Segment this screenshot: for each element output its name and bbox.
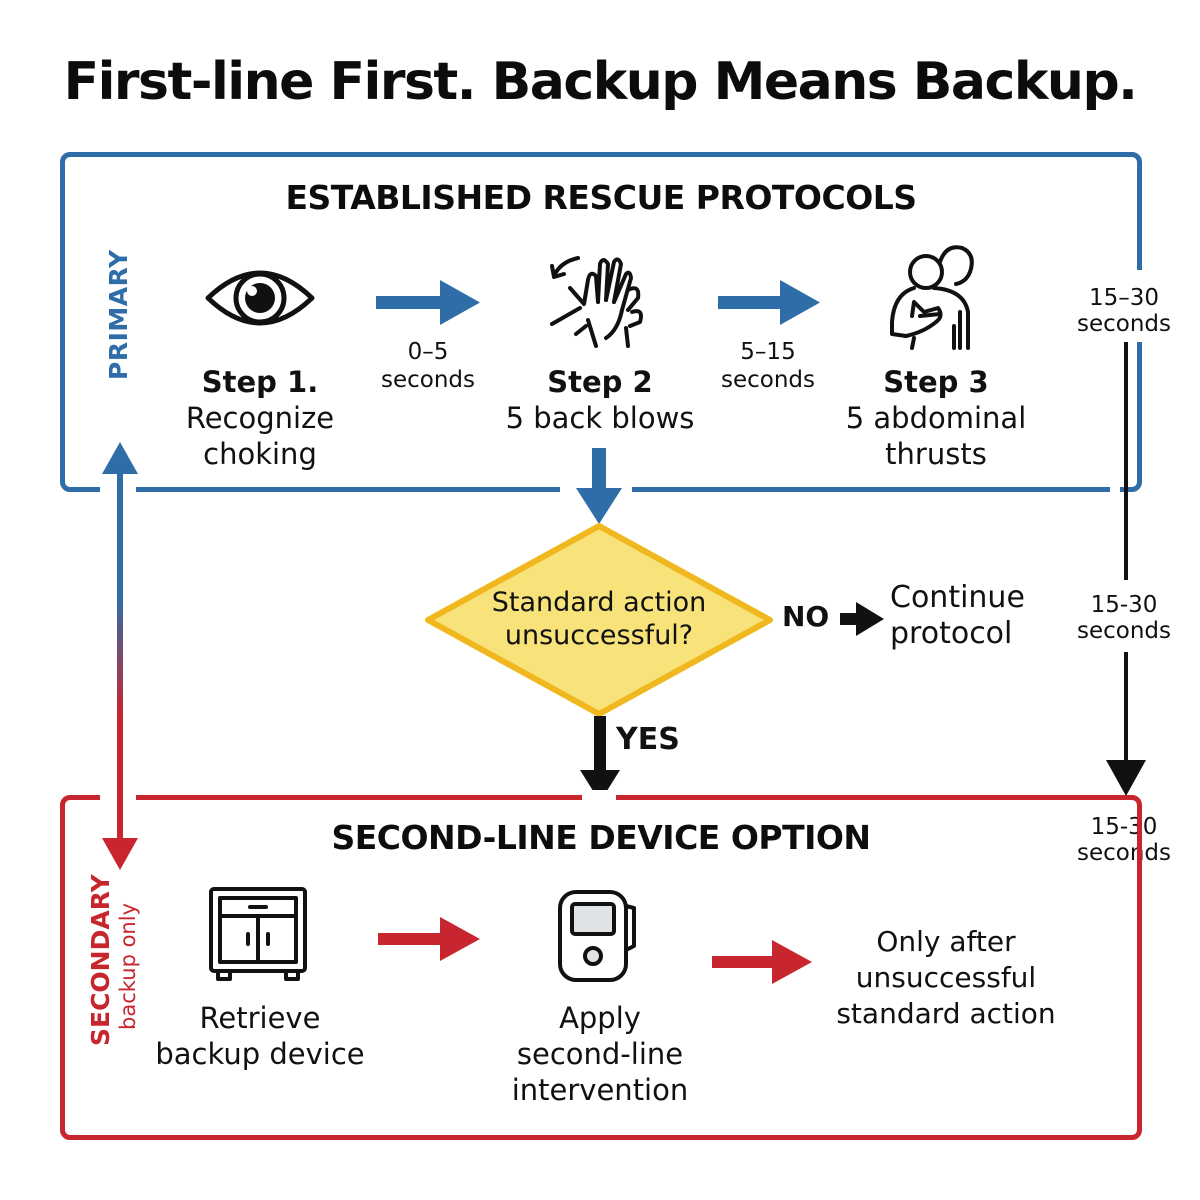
timeline-1-time: 15–30 xyxy=(1088,285,1160,311)
no-arrow xyxy=(840,600,884,638)
abdominal-thrust-icon xyxy=(884,242,984,352)
step-3-line1: 5 abdominal xyxy=(845,401,1027,435)
step2-to-decision-arrow xyxy=(576,448,622,524)
primary-arrow-2 xyxy=(718,280,820,326)
no-outcome-line1: Continue xyxy=(890,580,1025,615)
timeline-1-unit: seconds xyxy=(1076,311,1171,337)
transition-1-duration: 0–5 seconds xyxy=(368,338,488,394)
timeline-duration-1: 15–30 seconds xyxy=(1068,285,1180,337)
secondary-side-label: SECONDARY xyxy=(86,874,115,1046)
secondary-note: Only after unsuccessful standard action xyxy=(820,924,1072,1032)
secondary-step-1-line1: Retrieve xyxy=(199,1001,321,1035)
decision-diamond xyxy=(424,522,774,718)
timeline-3-unit: seconds xyxy=(1076,840,1171,866)
handheld-device-icon xyxy=(556,888,646,984)
timeline-3-time: 15-30 xyxy=(1090,814,1158,840)
timeline-duration-3: 15-30 seconds xyxy=(1068,814,1180,866)
page-title: First-line First. Backup Means Backup. xyxy=(63,52,1138,112)
step-1-line2: choking xyxy=(203,437,317,471)
step-2-line1: 5 back blows xyxy=(505,401,695,435)
transition-2-duration: 5–15 seconds xyxy=(708,338,828,394)
secondary-step-2-line3: intervention xyxy=(511,1073,689,1107)
transition-2-unit: seconds xyxy=(720,367,815,393)
transition-1-unit: seconds xyxy=(380,367,475,393)
secondary-note-line1: Only after xyxy=(876,925,1016,958)
timeline-2-time: 15-30 xyxy=(1090,592,1158,618)
cabinet-icon xyxy=(208,886,308,982)
no-label: NO xyxy=(782,600,830,633)
secondary-note-line2: unsuccessful xyxy=(855,961,1037,994)
secondary-side-sublabel: backup only xyxy=(116,903,140,1030)
back-blows-hand-icon xyxy=(548,250,658,350)
secondary-step-2-label: Apply second-line intervention xyxy=(480,1000,720,1108)
timeline-line-1 xyxy=(1124,342,1128,580)
timeline-duration-2: 15-30 seconds xyxy=(1068,592,1180,644)
step-3-line2: thrusts xyxy=(885,437,987,471)
transition-1-time: 0–5 xyxy=(407,339,449,365)
step-1-title: Step 1. xyxy=(201,365,319,399)
primary-arrow-1 xyxy=(376,280,480,326)
secondary-step-1-line2: backup device xyxy=(155,1037,365,1071)
secondary-step-2-line2: second-line xyxy=(516,1037,684,1071)
step-3-label: Step 3 5 abdominal thrusts xyxy=(826,364,1046,472)
timeline-2-unit: seconds xyxy=(1076,618,1171,644)
primary-secondary-link-arrow xyxy=(98,440,142,872)
transition-2-time: 5–15 xyxy=(740,339,796,365)
timeline-arrow-down xyxy=(1104,652,1148,796)
secondary-note-line3: standard action xyxy=(836,997,1056,1030)
primary-section-heading: ESTABLISHED RESCUE PROTOCOLS xyxy=(285,178,917,217)
step-2-label: Step 2 5 back blows xyxy=(480,364,720,436)
step-2-title: Step 2 xyxy=(547,365,653,399)
step-3-title: Step 3 xyxy=(883,365,989,399)
eye-icon xyxy=(200,262,320,334)
secondary-arrow-2 xyxy=(712,939,812,985)
decision-question-line1: Standard action xyxy=(491,587,707,618)
decision-question-line2: unsuccessful? xyxy=(504,620,694,651)
secondary-arrow-1 xyxy=(378,916,480,962)
step-1-line1: Recognize xyxy=(185,401,335,435)
yes-label: YES xyxy=(616,722,680,757)
secondary-step-1-label: Retrieve backup device xyxy=(140,1000,380,1072)
secondary-section-heading: SECOND-LINE DEVICE OPTION xyxy=(331,818,871,857)
no-outcome-line2: protocol xyxy=(890,616,1013,651)
decision-question: Standard action unsuccessful? xyxy=(444,586,754,652)
no-outcome: Continue protocol xyxy=(890,580,1025,652)
yes-arrow xyxy=(578,716,622,802)
primary-side-label: PRIMARY xyxy=(104,249,133,380)
secondary-step-2-line1: Apply xyxy=(559,1001,641,1035)
step-1-label: Step 1. Recognize choking xyxy=(150,364,370,472)
